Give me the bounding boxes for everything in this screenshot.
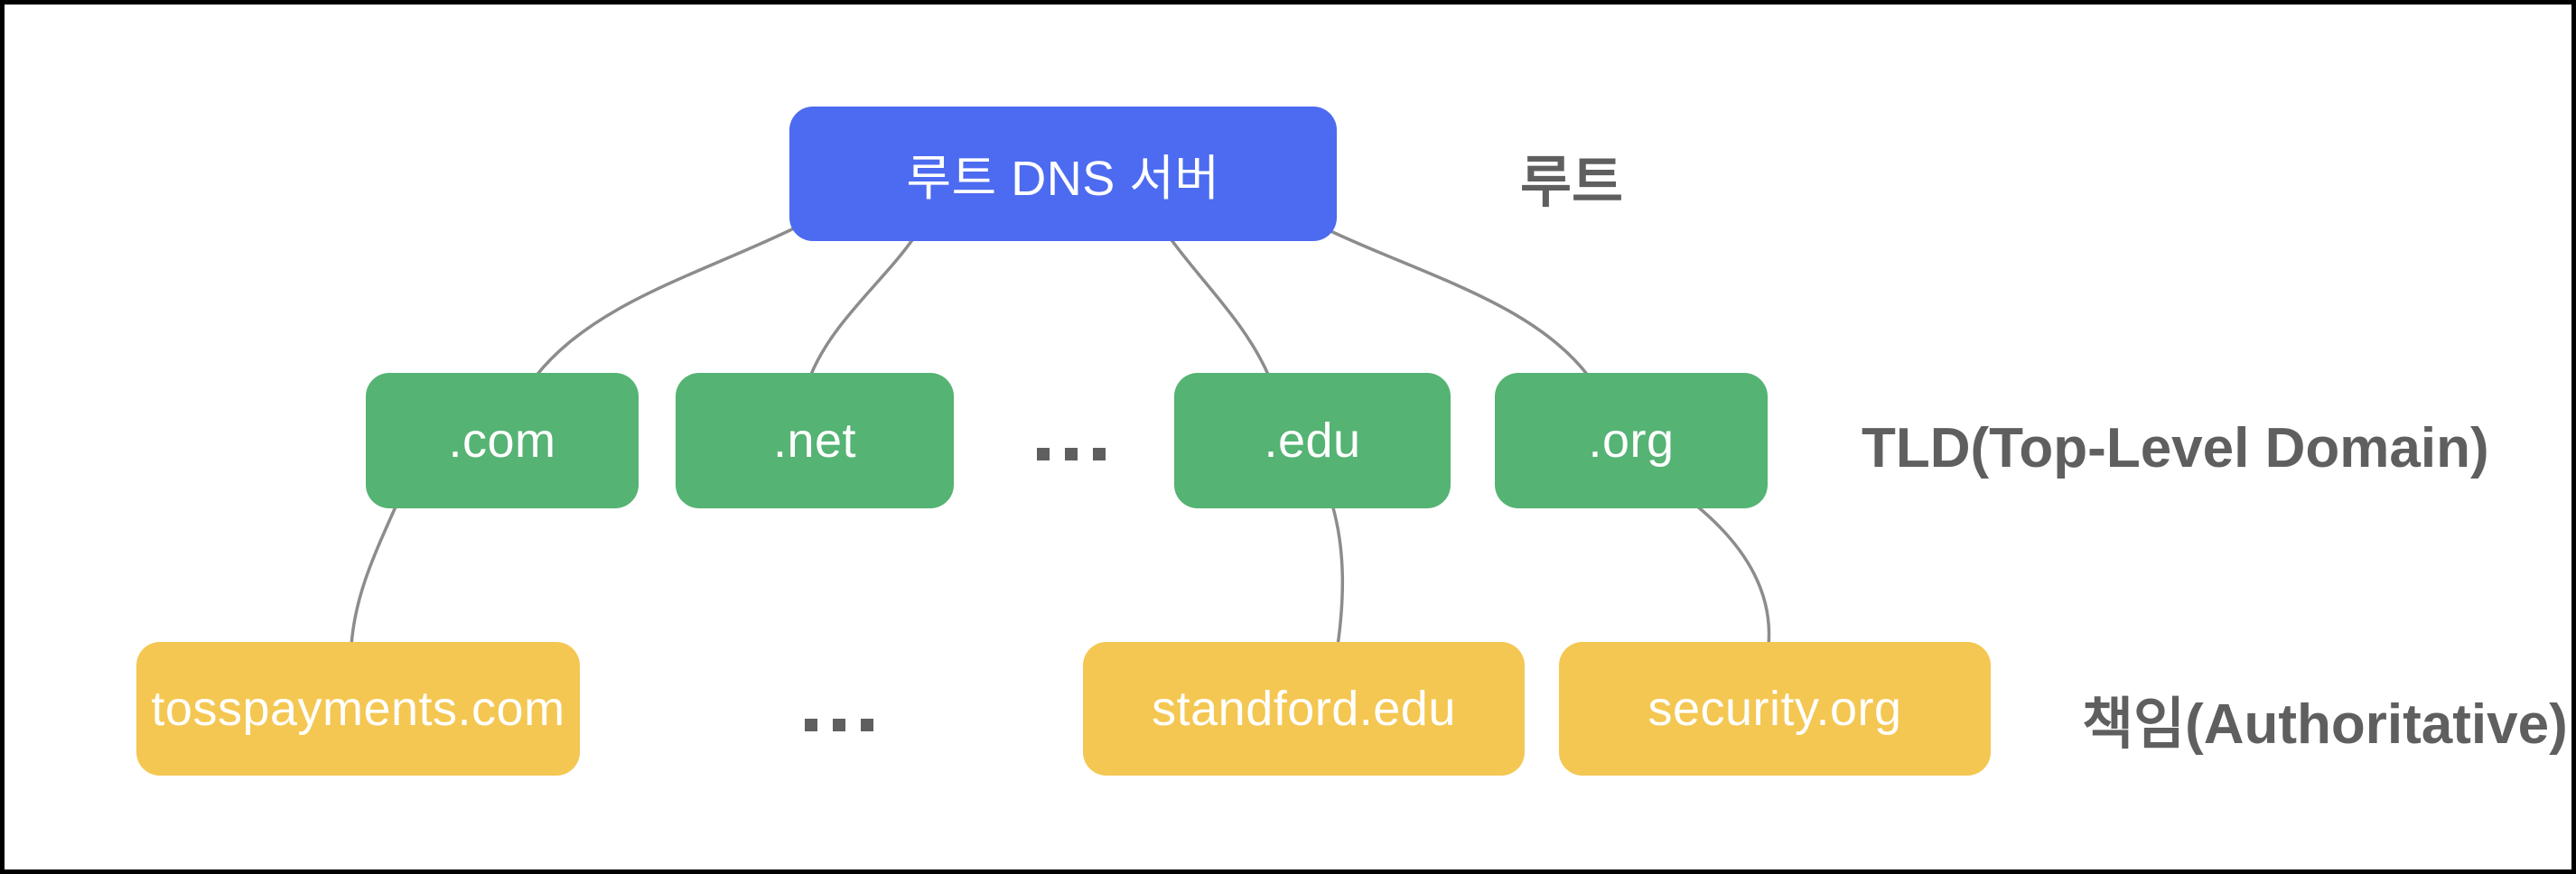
node-tld-org: .org — [1495, 373, 1768, 508]
ellipsis-dot — [805, 719, 817, 731]
node-tld-com: .com — [366, 373, 639, 508]
edge-root-to-com — [534, 225, 799, 378]
node-authoritative-tosspayments: tosspayments.com — [136, 642, 580, 776]
ellipsis-authoritative-row — [805, 719, 873, 731]
edge-edu-to-standford — [1330, 503, 1345, 647]
ellipsis-tld-row — [1037, 448, 1106, 460]
connector-lines — [350, 225, 1771, 647]
level-label-tld: TLD(Top-Level Domain) — [1862, 417, 2489, 479]
ellipsis-dot — [1065, 448, 1078, 460]
node-authoritative-security: security.org — [1559, 642, 1991, 776]
ellipsis-dot — [1037, 448, 1050, 460]
ellipsis-dot — [833, 719, 845, 731]
node-tld-net: .net — [676, 373, 954, 508]
ellipsis-dot — [1093, 448, 1106, 460]
node-authoritative-standford: standford.edu — [1083, 642, 1525, 776]
edge-root-to-org — [1323, 227, 1591, 378]
level-label-root: 루트 — [1520, 152, 1624, 214]
edge-com-to-tosspayments — [350, 503, 398, 647]
edge-org-to-security — [1694, 503, 1771, 647]
node-tld-edu: .edu — [1174, 373, 1451, 508]
edge-root-to-net — [808, 236, 916, 378]
node-root-dns-server: 루트 DNS 서버 — [789, 107, 1337, 241]
edge-root-to-edu — [1168, 236, 1271, 378]
level-label-authoritative: 책임(Authoritative) — [2082, 693, 2568, 756]
ellipsis-dot — [861, 719, 873, 731]
